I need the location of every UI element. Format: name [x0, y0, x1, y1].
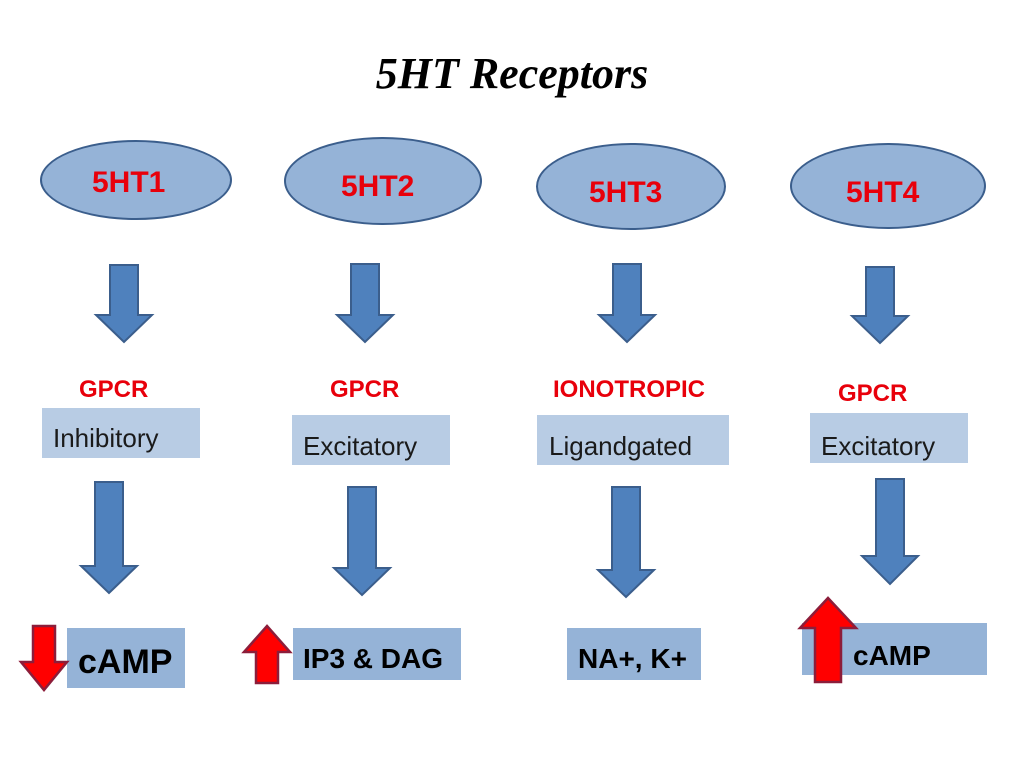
- flow-arrow-down: [331, 486, 393, 597]
- receptor-ellipse: [536, 143, 726, 230]
- flow-arrow-down: [849, 266, 911, 345]
- receptor-ellipse: [284, 137, 482, 225]
- receptor-label: 5HT2: [341, 170, 415, 203]
- diagram-title: 5HT Receptors: [375, 49, 649, 98]
- decrease-arrow: [18, 624, 70, 692]
- output-box: [67, 628, 185, 688]
- receptor-ellipse: [40, 140, 232, 220]
- output-label: cAMP: [853, 640, 931, 671]
- flow-arrow-down: [595, 486, 657, 599]
- output-label: NA+, K+: [578, 643, 687, 674]
- increase-arrow: [241, 624, 293, 685]
- receptor-label: 5HT4: [846, 176, 920, 209]
- action-label: Inhibitory: [53, 423, 159, 453]
- action-box: [810, 413, 968, 463]
- receptor-label: 5HT3: [589, 176, 663, 209]
- flow-arrow-down: [596, 263, 658, 344]
- receptor-type: GPCR: [79, 376, 149, 403]
- flow-arrow-down: [93, 264, 155, 344]
- output-box: [293, 628, 461, 680]
- action-label: Ligandgated: [549, 431, 693, 461]
- action-box: [42, 408, 200, 458]
- action-box: [537, 415, 729, 465]
- receptor-ellipse: [790, 143, 986, 229]
- receptor-label: 5HT1: [92, 166, 166, 199]
- flow-arrow-down: [78, 481, 140, 595]
- receptor-type: GPCR: [330, 376, 400, 403]
- action-box: [292, 415, 450, 465]
- output-label: cAMP: [78, 643, 173, 681]
- receptor-type: GPCR: [838, 380, 908, 407]
- flow-arrow-down: [334, 263, 396, 344]
- output-label: IP3 & DAG: [303, 643, 444, 674]
- output-box: [567, 628, 701, 680]
- action-label: Excitatory: [303, 431, 418, 461]
- flow-arrow-down: [859, 478, 921, 586]
- receptor-type: IONOTROPIC: [553, 376, 706, 403]
- action-label: Excitatory: [821, 431, 936, 461]
- increase-arrow: [797, 596, 859, 684]
